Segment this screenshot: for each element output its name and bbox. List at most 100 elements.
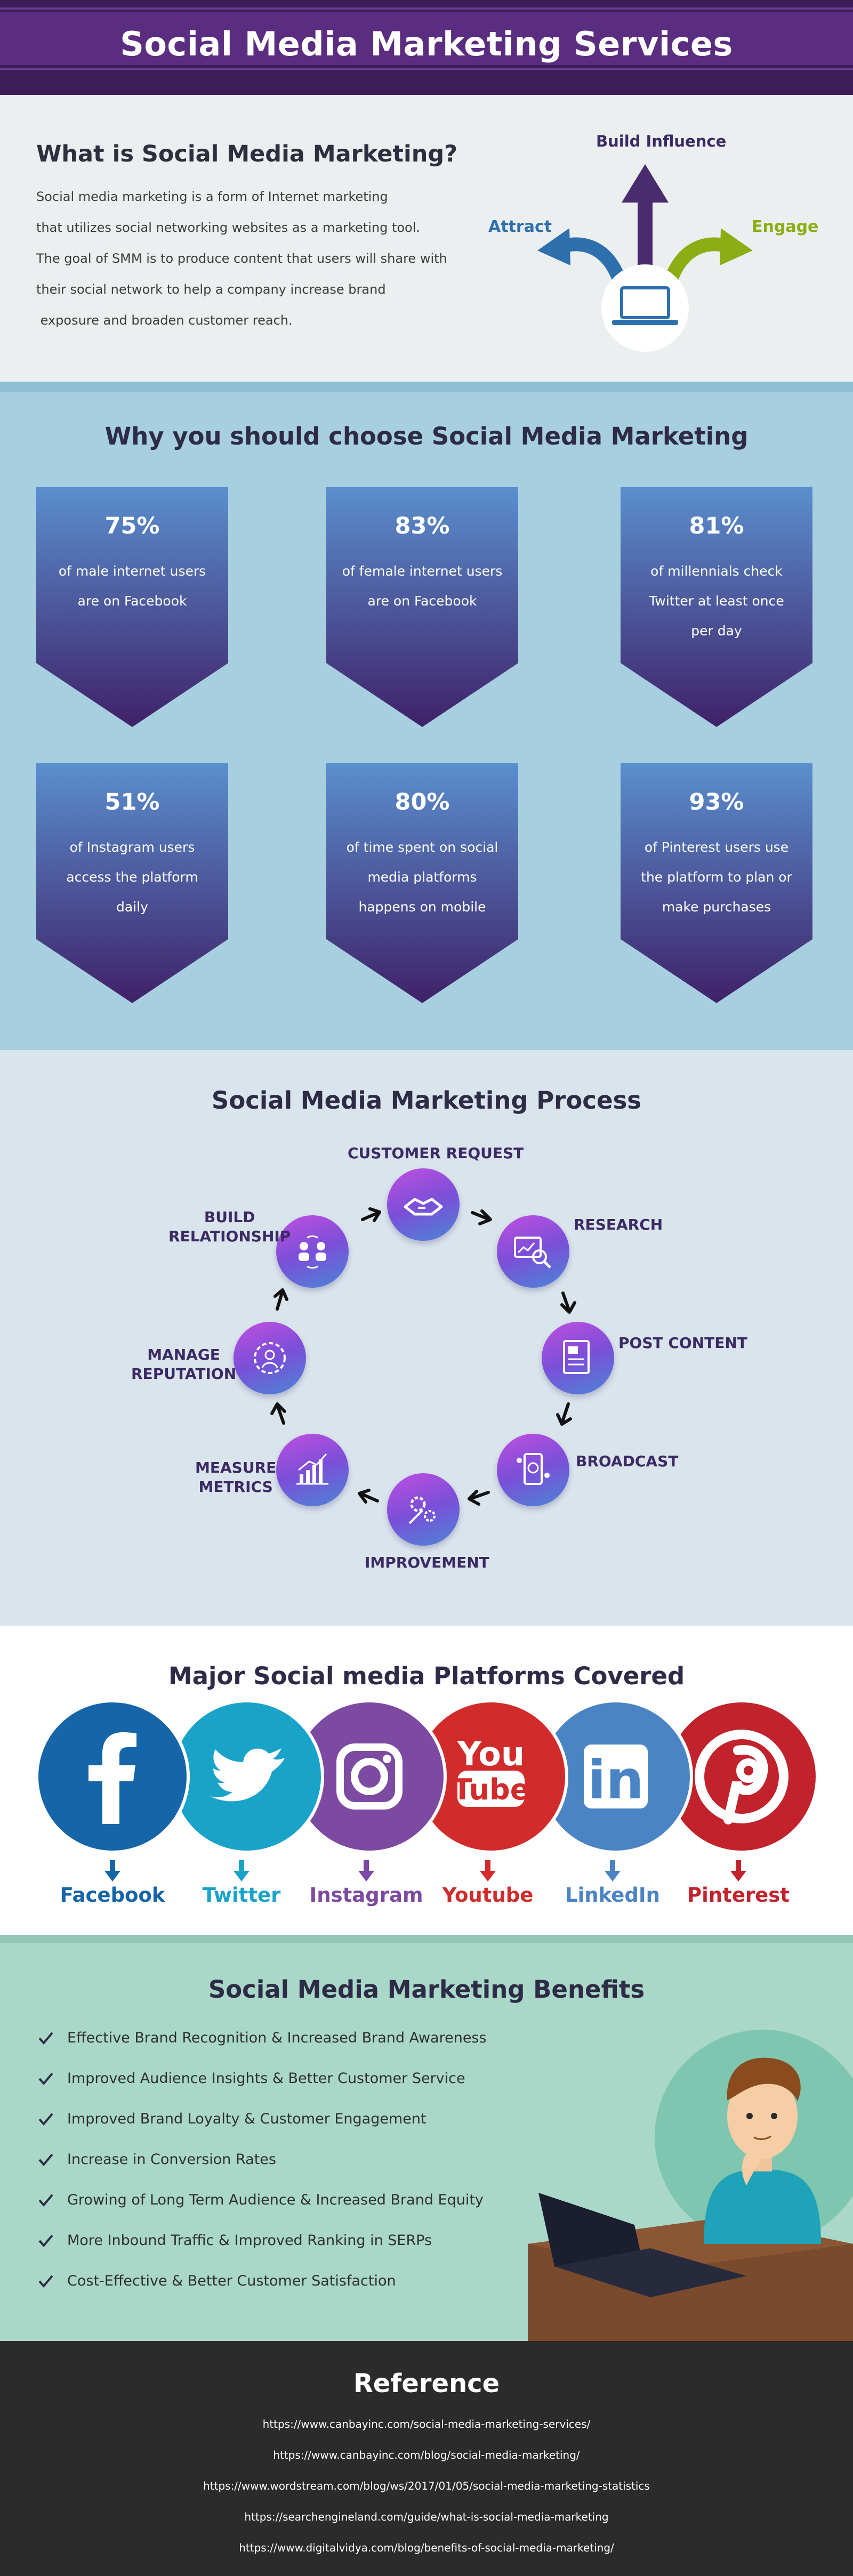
engage-label: Engage (752, 217, 819, 236)
stat-line: of Instagram users (69, 839, 195, 855)
stat-value: 93% (689, 789, 744, 815)
step-label-line: BUILD (204, 1208, 255, 1226)
youtube-arrow-icon (480, 1860, 496, 1881)
step-label: BROADCAST (576, 1452, 679, 1470)
pinterest-icon (695, 1730, 788, 1824)
build-relationship-step (276, 1215, 349, 1288)
stat-text: of Instagram users access the platform d… (49, 833, 215, 922)
reference-link[interactable]: https://www.digitalvidya.com/blog/benefi… (239, 2541, 614, 2554)
what-is-section: What is Social Media Marketing? Social m… (0, 95, 853, 382)
instagram-arrow-icon (358, 1860, 374, 1881)
stat-value: 75% (104, 513, 160, 539)
stat-line: Twitter at least once (649, 593, 784, 609)
engage-arrowhead (720, 228, 753, 265)
stat-line: are on Facebook (367, 593, 477, 609)
stat-text: of time spent on social media platforms … (339, 833, 505, 922)
stat-card: 93% of Pinterest users use the platform … (621, 763, 812, 1003)
step-label-line: RELATIONSHIP (168, 1228, 291, 1245)
twitter-arrow-icon (234, 1860, 250, 1881)
build-influence-label: Build Influence (596, 132, 727, 150)
research-step (497, 1215, 569, 1288)
step-label: POST CONTENT (618, 1334, 747, 1352)
attract-influence-engage-graphic: Build Influence Attract Engage (480, 132, 832, 356)
facebook-icon (88, 1732, 136, 1824)
stat-card: 83% of female internet users are on Face… (326, 487, 518, 727)
stat-card: 75% of male internet users are on Facebo… (36, 487, 228, 727)
pinterest-arrow-icon (730, 1860, 746, 1881)
step-label-line: REPUTATION (131, 1365, 237, 1383)
process-arrows (270, 1207, 576, 1506)
twitter-icon (210, 1748, 285, 1802)
stat-text: of millennials check Twitter at least on… (633, 556, 800, 646)
man-with-laptop-icon (528, 2030, 853, 2341)
stat-value: 51% (104, 789, 160, 815)
stat-line: the platform to plan or (641, 869, 792, 885)
arrow-icon (273, 1288, 288, 1311)
post-content-step (542, 1322, 614, 1394)
platform-name-twitter: Twitter (202, 1884, 281, 1907)
reference-link[interactable]: https://searchengineland.com/guide/what-… (244, 2510, 609, 2523)
stat-line: make purchases (662, 899, 771, 915)
description-line: that utilizes social networking websites… (36, 220, 421, 235)
facebook-arrow-icon (104, 1860, 120, 1881)
stat-card: 80% of time spent on social media platfo… (326, 763, 518, 1003)
step-label: MEASURE METRICS (195, 1458, 276, 1497)
facebook-circle[interactable] (35, 1699, 190, 1854)
section-heading: Social Media Marketing Process (211, 1086, 642, 1115)
stat-line: of time spent on social (346, 839, 498, 855)
section-heading: Social Media Marketing Benefits (208, 1975, 645, 2004)
stat-value: 80% (395, 789, 450, 815)
page-title: Social Media Marketing Services (120, 25, 733, 63)
laptop-icon (612, 286, 678, 325)
section-heading: Major Social media Platforms Covered (168, 1662, 685, 1690)
customer-request-step (387, 1168, 460, 1241)
reference-link[interactable]: https://www.canbayinc.com/social-media-m… (262, 2418, 591, 2430)
step-label: BUILD RELATIONSHIP (168, 1208, 291, 1246)
improvement-step (387, 1473, 460, 1546)
reference-link[interactable]: https://www.wordstream.com/blog/ws/2017/… (203, 2480, 650, 2492)
stat-line: daily (116, 899, 148, 915)
chart-icon (296, 1453, 328, 1485)
arrow-icon (468, 1490, 490, 1506)
broadcast-icon (517, 1453, 550, 1485)
description: Social media marketing is a form of Inte… (36, 181, 484, 336)
arrow-icon (556, 1402, 572, 1426)
stat-line: access the platform (66, 869, 198, 885)
laptop-circle (601, 264, 689, 352)
linkedin-circle[interactable]: in (538, 1699, 693, 1854)
benefit-text: Improved Audience Insights & Better Cust… (67, 2070, 465, 2087)
linkedin-icon: in (584, 1745, 648, 1811)
stat-line: of female internet users (342, 563, 503, 579)
check-icon (38, 2032, 53, 2045)
arrow-icon (361, 1207, 381, 1222)
section-heading: What is Social Media Marketing? (36, 141, 458, 167)
step-label-line: METRICS (198, 1478, 273, 1496)
relationship-icon (299, 1235, 326, 1269)
stat-line: of millennials check (650, 563, 783, 579)
attract-arrowhead (537, 228, 570, 265)
stat-value: 83% (395, 513, 450, 539)
arrow-icon (471, 1209, 492, 1225)
process-section: Social Media Marketing Process CUSTOMER … (0, 1050, 853, 1626)
platform-name-pinterest: Pinterest (687, 1884, 790, 1907)
stat-card: 81% of millennials check Twitter at leas… (621, 487, 812, 727)
description-line: their social network to help a company i… (36, 282, 386, 297)
benefit-text: Improved Brand Loyalty & Customer Engage… (67, 2111, 426, 2127)
stat-line: of male internet users (58, 563, 206, 579)
stat-value: 81% (689, 513, 744, 539)
broadcast-step (497, 1434, 569, 1506)
stat-line: media platforms (367, 869, 477, 885)
reputation-icon (254, 1342, 286, 1374)
benefit-text: Increase in Conversion Rates (67, 2151, 276, 2168)
stat-line: per day (691, 623, 742, 639)
platform-name-instagram: Instagram (309, 1884, 423, 1907)
post-content-icon (563, 1340, 590, 1374)
step-label-line: MEASURE (195, 1459, 277, 1476)
platform-name-linkedin: LinkedIn (565, 1884, 660, 1907)
step-label: MANAGE REPUTATION (131, 1345, 236, 1384)
section-shadow (0, 382, 853, 392)
reference-link[interactable]: https://www.canbayinc.com/blog/social-me… (273, 2449, 580, 2461)
description-line: Social media marketing is a form of Inte… (36, 189, 388, 204)
benefit-text: Effective Brand Recognition & Increased … (67, 2030, 487, 2046)
twitter-circle[interactable] (170, 1699, 324, 1854)
